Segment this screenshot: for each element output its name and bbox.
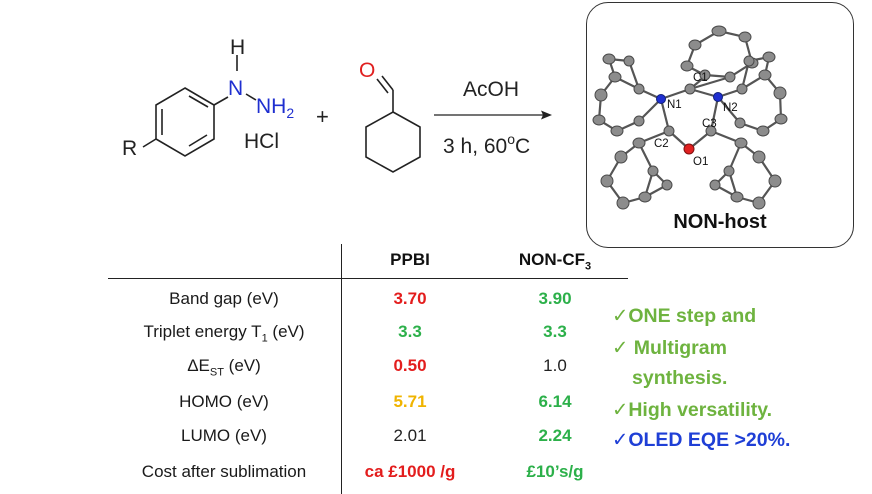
cyclohexanecarbaldehyde-structure [365, 75, 421, 173]
table-cell-ppbi: ca £1000 /g [364, 462, 456, 481]
arrow-reagent-label: AcOH [463, 78, 519, 101]
atom-label-c1: C1 [693, 72, 708, 84]
table-header-non-cf3: NON-CF3 [518, 250, 592, 273]
highlight-item: synthesis. [632, 367, 728, 389]
hydrazine-nh2-label: NH2 [256, 95, 294, 121]
atom-label-o1: O1 [693, 156, 708, 168]
highlight-item: ✓ONE step and [612, 305, 757, 327]
aldehyde-oxygen-label: O [359, 59, 375, 82]
table-header-divider [108, 278, 628, 279]
crystal-nitrogen-n1 [656, 94, 666, 104]
table-cell-non-cf3: 6.14 [538, 392, 572, 411]
plus-sign: + [316, 104, 329, 129]
crystal-nitrogen-n2 [713, 92, 723, 102]
table-cell-ppbi: 3.3 [398, 322, 422, 341]
table-vertical-divider [341, 244, 342, 494]
highlight-item: ✓ Multigram [612, 337, 727, 359]
crystal-oxygen-o1 [683, 143, 695, 155]
reaction-scheme: H N NH2 R HCl + O AcOH 3 h, 60oC [122, 36, 552, 173]
table-cell-ppbi: 5.71 [393, 392, 427, 411]
phenylhydrazine-structure [142, 55, 257, 157]
table-row-label: Cost after sublimation [141, 462, 307, 481]
atom-label-n1: N1 [667, 99, 682, 111]
table-cell-non-cf3: 1.0 [543, 356, 567, 375]
crystal-structure-title: NON-host [673, 211, 767, 233]
table-cell-non-cf3: £10’s/g [526, 462, 584, 481]
hydrazine-h-label: H [230, 36, 245, 59]
table-row-label: Triplet energy T1 (eV) [143, 322, 305, 345]
table-row-label: LUMO (eV) [181, 426, 267, 445]
table-row-label: HOMO (eV) [179, 392, 269, 411]
table-cell-ppbi: 0.50 [393, 356, 427, 375]
table-cell-non-cf3: 3.3 [543, 322, 567, 341]
hydrazine-n-label: N [228, 77, 243, 100]
table-header-ppbi: PPBI [390, 250, 430, 269]
reaction-arrow [434, 110, 552, 120]
table-cell-non-cf3: 2.24 [538, 426, 572, 445]
arrow-conditions-label: 3 h, 60oC [443, 131, 530, 158]
crystal-atom-labels: C1 N1 N2 C2 C3 O1 [654, 72, 738, 168]
highlight-item: ✓OLED EQE >20%. [612, 429, 791, 451]
crystal-structure-panel: C1 N1 N2 C2 C3 O1 NON-host [586, 2, 854, 248]
atom-label-c2: C2 [654, 138, 669, 150]
table-row-label: Band gap (eV) [169, 289, 279, 308]
crystal-carbon-atoms [592, 25, 788, 210]
hydrazine-r-label: R [122, 137, 137, 160]
atom-label-n2: N2 [723, 102, 738, 114]
hydrazine-salt-label: HCl [244, 130, 279, 153]
table-cell-ppbi: 3.70 [393, 289, 427, 308]
crystal-structure-image: C1 N1 N2 C2 C3 O1 [592, 25, 788, 210]
highlight-item: ✓High versatility. [612, 399, 773, 421]
table-cell-non-cf3: 3.90 [538, 289, 572, 308]
table-row-label: ΔEST (eV) [187, 356, 261, 379]
table-cell-ppbi: 2.01 [393, 426, 427, 445]
atom-label-c3: C3 [702, 118, 717, 130]
